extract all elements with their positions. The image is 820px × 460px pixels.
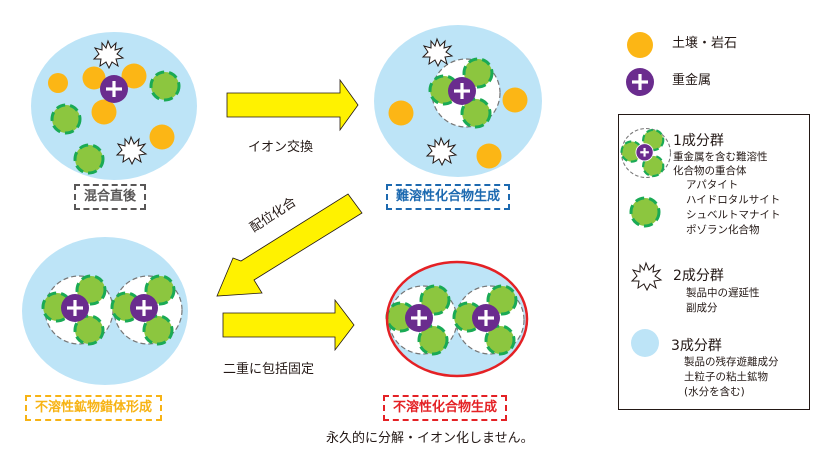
group3-water-legend-icon <box>631 329 659 357</box>
arrow-double-fixation <box>222 298 355 352</box>
soil-particle <box>388 100 414 126</box>
group2-desc-line2: 副成分 <box>686 302 718 314</box>
soil-particle <box>82 66 106 90</box>
mineral-particle <box>50 103 82 135</box>
stage1-illustration <box>31 32 197 180</box>
group1-desc-line1: 重金属を含む難溶性 <box>673 151 768 163</box>
stage1-label: 混合直後 <box>74 184 147 210</box>
group2-title: 2成分群 <box>673 268 724 284</box>
soil-particle <box>502 87 528 113</box>
legend-soil-label: 土壌・岩石 <box>672 36 738 51</box>
arrow-coordination <box>216 193 363 297</box>
stage2-illustration <box>374 25 542 177</box>
stage3-illustration <box>22 237 188 385</box>
stage4-illustration <box>385 260 529 378</box>
soil-particle <box>476 143 502 169</box>
group1-cluster-legend-icon <box>620 127 672 179</box>
group1-item: シュベルトマナイト <box>686 209 781 221</box>
group1-item: ポゾラン化合物 <box>686 224 760 236</box>
legend-metal-label: 重金属 <box>672 73 712 88</box>
group3-title: 3成分群 <box>671 338 722 354</box>
heavy-metal-legend-icon <box>626 68 654 96</box>
mineral-particle <box>149 70 181 102</box>
soil-particle <box>121 63 147 89</box>
mineral-particle <box>73 143 105 175</box>
stage3-label: 不溶性鉱物錯体形成 <box>25 395 163 421</box>
group2-desc-line1: 製品中の遅延性 <box>686 287 760 299</box>
soil-particle <box>48 73 68 93</box>
soil-particle <box>149 124 175 150</box>
group3-desc-line1: 製品の残存遊離成分 <box>684 356 779 368</box>
group1-desc-line2: 化合物の重合体 <box>673 165 747 177</box>
stage2-label: 難溶性化合物生成 <box>386 184 511 210</box>
arrow3-label: 二重に包括固定 <box>223 362 315 377</box>
soil-legend-icon <box>627 32 653 58</box>
heavy-metal-icon <box>100 75 128 103</box>
insoluble-boundary <box>385 260 529 378</box>
group3-desc-line2: 土粒子の粘土鉱物 <box>684 371 768 383</box>
group1-title: 1成分群 <box>673 133 724 149</box>
arrow1-label: イオン交換 <box>248 140 314 155</box>
footer-note: 永久的に分解・イオン化しません。 <box>326 431 534 446</box>
group1-item: アパタイト <box>686 179 739 191</box>
group3-desc-line3: (水分を含む) <box>684 386 745 398</box>
arrow-ion-exchange <box>226 78 359 132</box>
stage4-label: 不溶性化合物生成 <box>383 395 508 421</box>
legend-box <box>618 114 810 410</box>
group1-item: ハイドロタルサイト <box>686 194 781 206</box>
soil-particle <box>91 99 117 125</box>
